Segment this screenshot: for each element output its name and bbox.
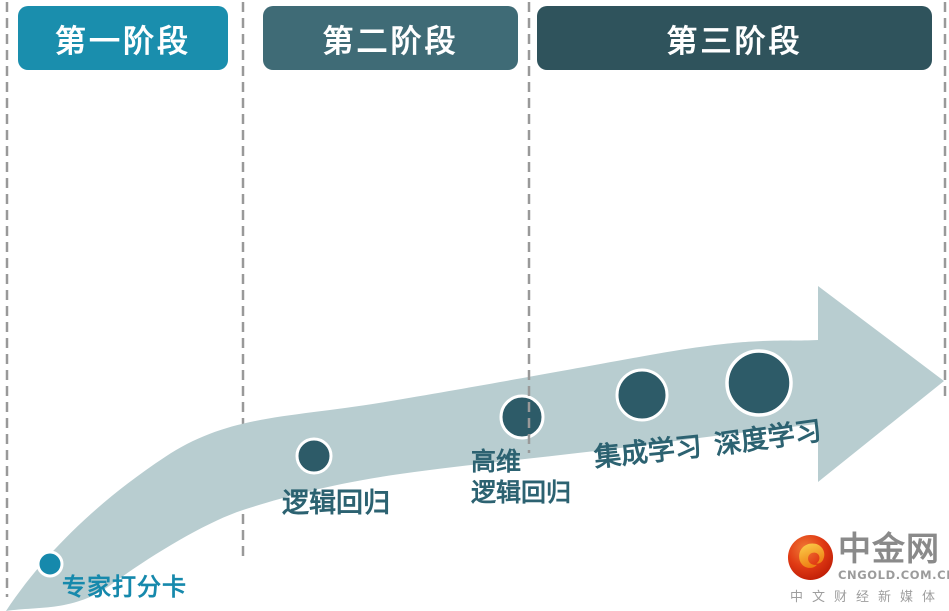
milestone-dot-expert-scorecard [36, 550, 64, 578]
stage-header-1: 第一阶段 [18, 6, 228, 70]
milestone-dot-logistic-regression [295, 437, 333, 475]
stage-header-3: 第三阶段 [537, 6, 932, 70]
milestone-dot-deep-learning [725, 349, 793, 417]
cloud-swirl-glyph [799, 542, 825, 568]
milestone-label-expert-scorecard: 专家打分卡 [62, 573, 187, 601]
milestone-label-logistic-regression: 逻辑回归 [282, 488, 390, 519]
cngold-logo-tagline: 中文财经新媒体 [790, 590, 945, 605]
milestone-dot-highdim-logistic-regression [499, 394, 545, 440]
milestone-label-highdim-line2: 逻辑回归 [471, 478, 572, 507]
stage-header-2: 第二阶段 [263, 6, 518, 70]
cngold-watermark: 中金网 CNGOLD.COM.CN 中文财经新媒体 [787, 529, 949, 605]
cngold-logo-icon [787, 534, 834, 580]
cngold-logo-domain: CNGOLD.COM.CN [838, 568, 949, 582]
milestone-dot-ensemble-learning [615, 368, 669, 422]
cngold-logo-name: 中金网 [838, 529, 940, 568]
milestone-label-highdim-line1: 高维 [471, 447, 522, 476]
milestone-label-highdim-logistic-regression: 高维 逻辑回归 [471, 446, 571, 508]
growth-arrow [6, 286, 944, 611]
